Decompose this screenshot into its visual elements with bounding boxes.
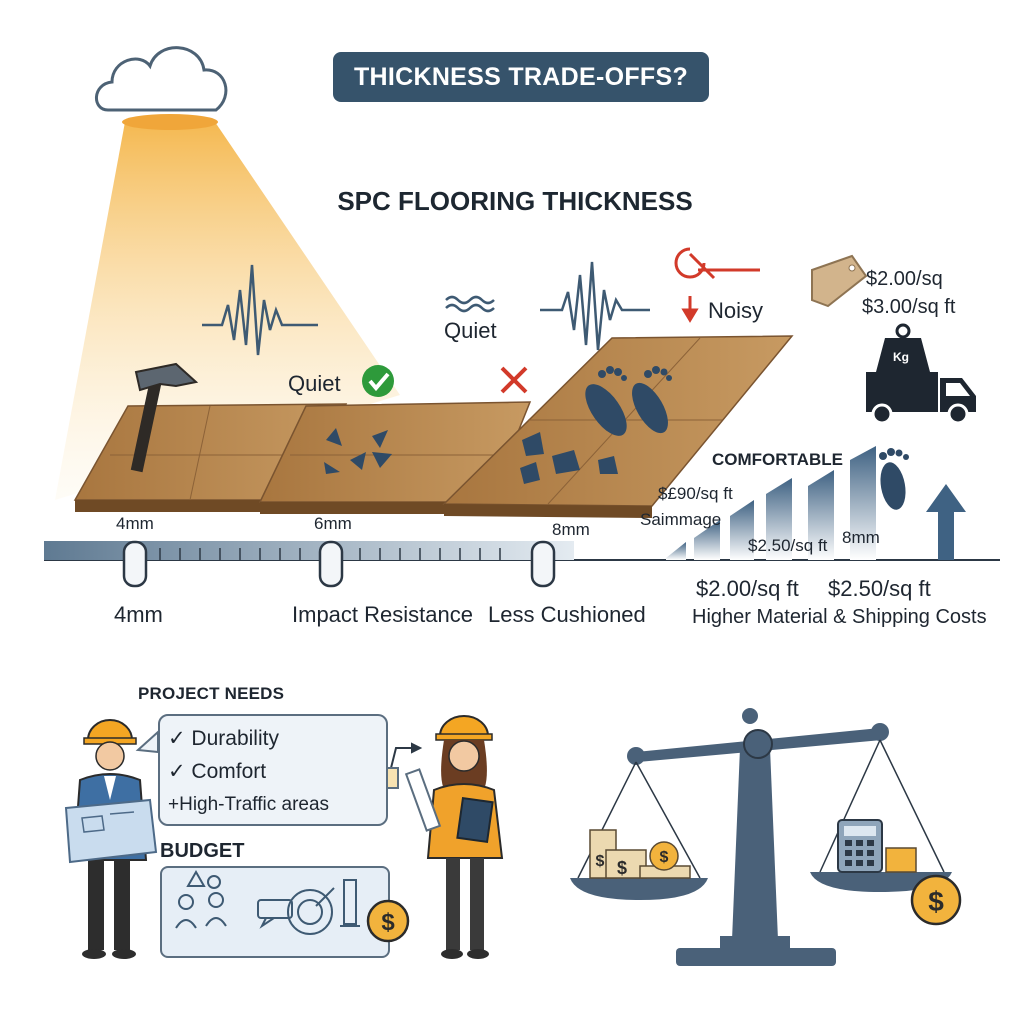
price-tag-line2: $3.00/sq ft xyxy=(862,296,956,318)
diagram-subtitle: SPC FLOORING THICKNESS xyxy=(337,186,693,216)
need-item-high-traffic: +High-Traffic areas xyxy=(168,794,330,815)
project-needs-heading: PROJECT NEEDS xyxy=(138,684,285,703)
svg-text:$: $ xyxy=(660,849,669,866)
price-tag-line1: $2.00/sq xyxy=(866,268,943,290)
price-mid-1: $£90/sq ft xyxy=(658,484,733,503)
price-mid-2: Saimmage xyxy=(640,510,722,529)
sound-wave-icon xyxy=(202,264,318,356)
balance-scale-icon xyxy=(570,708,952,966)
need-item-durability: ✓ Durability xyxy=(168,727,279,750)
plank-label-8mm: 8mm xyxy=(552,520,590,539)
cross-icon xyxy=(500,366,528,394)
svg-text:$: $ xyxy=(928,886,944,917)
cloud-icon xyxy=(95,46,228,112)
noisy-label: Noisy xyxy=(708,298,764,323)
price-tag-icon xyxy=(811,254,868,308)
quiet-label-top: Quiet xyxy=(444,318,497,343)
budget-heading: BUDGET xyxy=(160,840,245,862)
page-title: THICKNESS TRADE-OFFS? xyxy=(333,52,709,102)
svg-text:$: $ xyxy=(617,858,627,878)
project-needs-list: ✓ Durability ✓ Comfort +High-Traffic are… xyxy=(168,722,329,821)
weight-icon xyxy=(876,323,930,372)
engineer-man xyxy=(64,719,158,959)
budget-icons xyxy=(175,869,360,935)
project-needs-box xyxy=(158,714,388,826)
weight-label: Kg xyxy=(893,350,909,364)
scale-label-impact: Impact Resistance xyxy=(292,602,473,627)
arrow-up-icon xyxy=(926,484,966,560)
truck-icon xyxy=(866,372,976,425)
price-b: $2.50/sq ft xyxy=(828,576,931,601)
footprint-icon xyxy=(585,366,672,436)
price-mid-3: $2.50/sq ft xyxy=(748,536,828,555)
sound-wave-icon xyxy=(445,295,495,313)
svg-text:$: $ xyxy=(596,853,605,870)
money-pile-icon: $ $ $ xyxy=(589,829,691,879)
cost-growth-bars xyxy=(666,446,876,560)
quiet-label-check: Quiet xyxy=(288,371,341,396)
calculator-icon xyxy=(837,819,917,873)
plank-6mm xyxy=(258,401,532,514)
footprint-icon xyxy=(879,448,909,510)
svg-text:$: $ xyxy=(381,909,395,936)
cost-caption: Higher Material & Shipping Costs xyxy=(692,606,987,628)
dollar-coin-icon: $ xyxy=(366,899,410,943)
plank-label-6mm: 6mm xyxy=(314,514,352,533)
scale-label-left: 4mm xyxy=(114,602,163,627)
thickness-scale-bar xyxy=(44,540,1000,588)
plank-label-4mm: 4mm xyxy=(116,514,154,533)
chart-label-8mm: 8mm xyxy=(842,528,880,547)
sound-wave-icon xyxy=(540,261,650,351)
price-a: $2.00/sq ft xyxy=(696,576,799,601)
noisy-icon xyxy=(674,247,760,323)
need-item-comfort: ✓ Comfort xyxy=(168,760,267,783)
dollar-coin-icon: $ xyxy=(910,874,962,926)
check-icon xyxy=(362,365,394,397)
engineer-woman xyxy=(404,715,504,959)
comfortable-label: COMFORTABLE xyxy=(712,450,843,469)
scale-label-cushion: Less Cushioned xyxy=(488,602,646,627)
hammer-icon xyxy=(130,362,199,473)
